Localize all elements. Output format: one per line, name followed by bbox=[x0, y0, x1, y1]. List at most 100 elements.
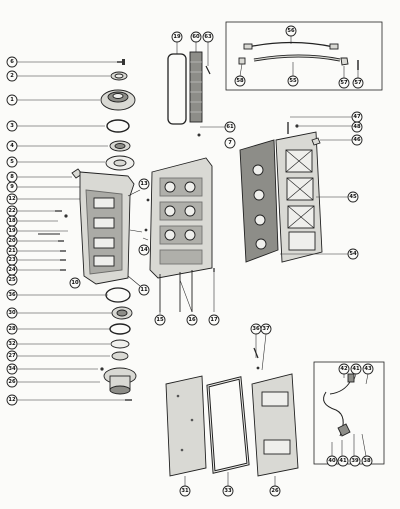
svg-text:36: 36 bbox=[8, 292, 16, 298]
cover-housing-part bbox=[100, 89, 136, 111]
hose-assembly-box bbox=[225, 21, 383, 91]
callout-36: 36 bbox=[6, 289, 18, 301]
callout-10: 10 bbox=[69, 277, 81, 289]
callout-27: 27 bbox=[6, 350, 18, 362]
svg-text:12: 12 bbox=[8, 397, 16, 403]
svg-text:3: 3 bbox=[10, 123, 14, 129]
callout-48: 48 bbox=[351, 121, 363, 133]
callout-23: 23 bbox=[6, 254, 18, 266]
callout-19b: 19 bbox=[171, 31, 183, 43]
exhaust-plate-assembly bbox=[239, 116, 352, 263]
callout-36b: 36 bbox=[250, 323, 262, 335]
callout-58: 58 bbox=[234, 75, 246, 87]
svg-text:16: 16 bbox=[188, 317, 196, 323]
svg-text:26: 26 bbox=[8, 379, 16, 385]
bottom-cover-assembly bbox=[165, 333, 299, 486]
callout-34: 34 bbox=[6, 363, 18, 375]
callout-6: 6 bbox=[6, 56, 18, 68]
svg-text:46: 46 bbox=[353, 137, 361, 143]
svg-text:22: 22 bbox=[8, 208, 16, 214]
svg-text:24: 24 bbox=[8, 267, 16, 273]
svg-text:5: 5 bbox=[10, 159, 14, 165]
callout-11: 11 bbox=[138, 284, 150, 296]
callout-43: 43 bbox=[362, 363, 374, 375]
svg-text:36: 36 bbox=[252, 326, 260, 332]
reed-screen-parts bbox=[167, 42, 230, 137]
svg-text:25: 25 bbox=[8, 277, 16, 283]
screw-part bbox=[117, 59, 125, 65]
callout-41b: 41 bbox=[337, 455, 349, 467]
callout-45: 45 bbox=[347, 191, 359, 203]
callout-47: 47 bbox=[351, 111, 363, 123]
svg-text:19: 19 bbox=[8, 228, 16, 234]
callout-39: 39 bbox=[349, 455, 361, 467]
svg-text:10: 10 bbox=[71, 280, 79, 286]
svg-text:34: 34 bbox=[8, 366, 16, 372]
callout-42: 42 bbox=[338, 363, 350, 375]
svg-text:18: 18 bbox=[8, 218, 16, 224]
callout-25: 25 bbox=[6, 274, 18, 286]
svg-text:28: 28 bbox=[8, 326, 16, 332]
callout-12: 12 bbox=[6, 193, 18, 205]
callout-46: 46 bbox=[351, 134, 363, 146]
callout-2: 2 bbox=[6, 70, 18, 82]
callout-1: 1 bbox=[6, 94, 18, 106]
gasket-36-part bbox=[105, 287, 131, 303]
callout-57b: 57 bbox=[352, 77, 364, 89]
svg-text:33: 33 bbox=[224, 488, 232, 494]
small-screws-group bbox=[38, 210, 68, 271]
callout-31: 31 bbox=[179, 485, 191, 497]
bearing-30-part bbox=[111, 306, 133, 320]
callout-32: 32 bbox=[6, 338, 18, 350]
svg-text:7: 7 bbox=[228, 140, 232, 146]
svg-text:19: 19 bbox=[173, 34, 181, 40]
callout-7: 7 bbox=[224, 137, 236, 149]
callout-37: 37 bbox=[260, 323, 272, 335]
callout-22: 22 bbox=[6, 205, 18, 217]
svg-text:43: 43 bbox=[364, 366, 372, 372]
svg-text:38: 38 bbox=[363, 458, 371, 464]
svg-text:57: 57 bbox=[354, 80, 362, 86]
svg-text:54: 54 bbox=[349, 251, 357, 257]
svg-text:9: 9 bbox=[10, 184, 14, 190]
svg-text:15: 15 bbox=[156, 317, 164, 323]
callout-63: 63 bbox=[202, 31, 214, 43]
callout-15: 15 bbox=[154, 314, 166, 326]
svg-text:2: 2 bbox=[10, 73, 14, 79]
callout-labels: 6 2 1 3 4 5 8 9 12 22 18 19 20 21 23 24 … bbox=[6, 25, 374, 497]
callout-28: 28 bbox=[6, 323, 18, 335]
svg-text:48: 48 bbox=[353, 124, 361, 130]
svg-text:42: 42 bbox=[340, 366, 348, 372]
svg-text:4: 4 bbox=[10, 143, 14, 149]
svg-text:41: 41 bbox=[339, 458, 347, 464]
callout-59: 55 bbox=[287, 75, 299, 87]
svg-text:1: 1 bbox=[10, 97, 14, 103]
svg-text:20: 20 bbox=[8, 238, 16, 244]
svg-text:45: 45 bbox=[349, 194, 357, 200]
svg-text:6: 6 bbox=[10, 59, 14, 65]
callout-26: 26 bbox=[6, 376, 18, 388]
svg-text:40: 40 bbox=[328, 458, 336, 464]
svg-text:13: 13 bbox=[140, 181, 148, 187]
cylinder-block-center bbox=[149, 157, 215, 313]
svg-text:58: 58 bbox=[236, 78, 244, 84]
callout-9: 9 bbox=[6, 181, 18, 193]
callout-12b: 12 bbox=[6, 394, 18, 406]
svg-text:30: 30 bbox=[8, 310, 16, 316]
callout-26b: 26 bbox=[269, 485, 281, 497]
callout-41: 41 bbox=[350, 363, 362, 375]
callout-14: 14 bbox=[138, 244, 150, 256]
svg-text:39: 39 bbox=[351, 458, 359, 464]
svg-text:14: 14 bbox=[140, 247, 148, 253]
svg-text:31: 31 bbox=[181, 488, 189, 494]
thermostat-housing-part bbox=[100, 367, 137, 395]
svg-text:47: 47 bbox=[353, 114, 361, 120]
callout-8: 8 bbox=[6, 171, 18, 183]
callout-13: 13 bbox=[138, 178, 150, 190]
svg-text:23: 23 bbox=[8, 257, 16, 263]
callout-16: 16 bbox=[186, 314, 198, 326]
crankcase-block-assembly bbox=[79, 171, 143, 287]
svg-text:63: 63 bbox=[204, 34, 212, 40]
svg-text:37: 37 bbox=[262, 326, 270, 332]
svg-text:60: 60 bbox=[192, 34, 200, 40]
